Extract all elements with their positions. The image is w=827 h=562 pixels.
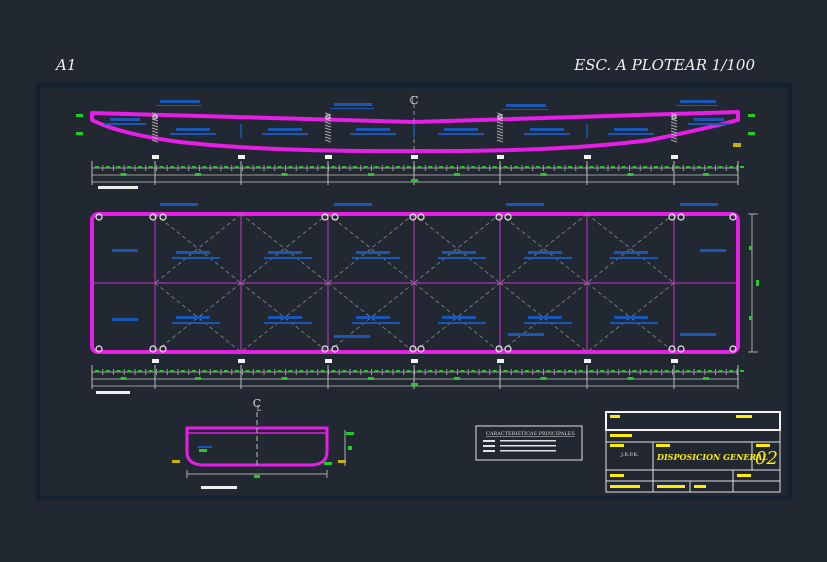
plan-view [90,203,759,394]
sheet-size-label: A1 [56,56,77,74]
elevation-view: ℂ [76,94,755,189]
title-block-author: J.R.P.K. [620,452,639,458]
elevation-dimension-chain [91,155,744,185]
title-block-sheet-number: 02 [755,448,778,469]
plan-dimension-chain [91,359,744,389]
section-hull [185,426,329,467]
plot-scale-label: ESC. A PLOTEAR 1/100 [574,56,755,74]
title-block: J.R.P.K. DISPOSICION GENERAL 02 [605,411,781,493]
title-block-drawing-title: DISPOSICION GENERAL [656,452,768,462]
elevation-posts [76,112,755,143]
section-centerline-sub: L [257,405,262,413]
section-centerline-symbol: C [253,397,261,410]
cross-section-view: C L [172,397,354,489]
characteristics-title: CARACTERISTICAS PRINCIPALES [486,431,575,437]
plan-grid [95,213,737,353]
elevation-label-blocks [104,100,730,135]
characteristics-box: CARACTERISTICAS PRINCIPALES [475,425,583,461]
elevation-hull [90,110,740,154]
elevation-centerline-symbol: ℂ [410,94,419,107]
sheet-frame [35,82,793,501]
plan-label-blocks [112,203,726,338]
